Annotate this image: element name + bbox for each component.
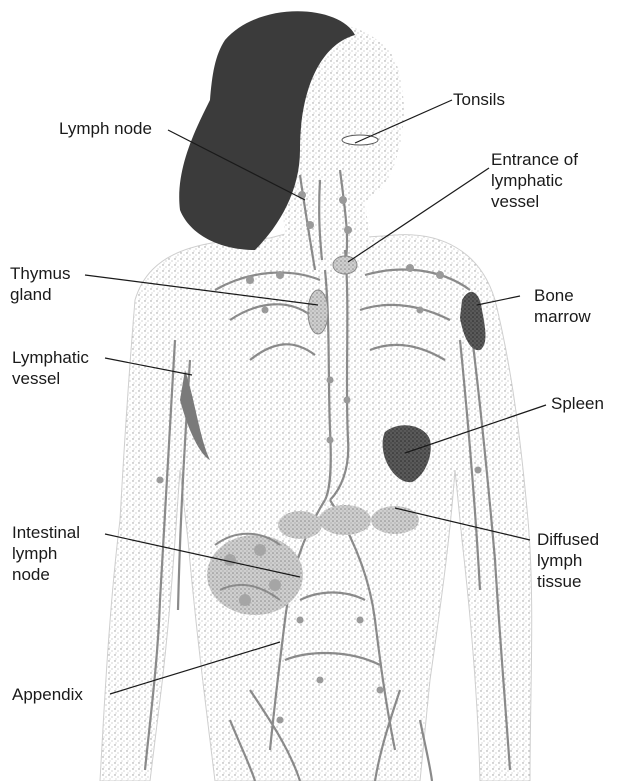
label-diffused-lymph-tissue: Diffused lymph tissue [537,529,599,592]
body-silhouette [100,150,532,781]
label-lymphatic-vessel: Lymphatic vessel [12,347,89,389]
label-spleen-line1: Spleen [551,393,604,414]
label-bone-marrow-line2: marrow [534,306,591,327]
label-bone-marrow: Bone marrow [534,285,591,327]
label-lymph-node-line1: Lymph node [59,118,152,139]
label-thymus-gland: Thymus gland [10,263,70,305]
label-intestinal-line2: lymph [12,543,80,564]
thymus-gland-shape [308,290,328,334]
label-intestinal-line1: Intestinal [12,522,80,543]
label-diffused-line3: tissue [537,571,599,592]
label-entrance-line3: vessel [491,191,578,212]
label-entrance-lymphatic-vessel: Entrance of lymphatic vessel [491,149,578,212]
label-lymph-node: Lymph node [59,118,152,139]
label-appendix: Appendix [12,684,83,705]
label-diffused-line1: Diffused [537,529,599,550]
label-thymus-line1: Thymus [10,263,70,284]
label-thymus-line2: gland [10,284,70,305]
label-entrance-line1: Entrance of [491,149,578,170]
label-intestinal-line3: node [12,564,80,585]
label-intestinal-lymph-node: Intestinal lymph node [12,522,80,585]
label-lymphatic-vessel-line2: vessel [12,368,89,389]
label-lymphatic-vessel-line1: Lymphatic [12,347,89,368]
label-bone-marrow-line1: Bone [534,285,591,306]
label-tonsils-line1: Tonsils [453,89,505,110]
label-diffused-line2: lymph [537,550,599,571]
label-appendix-line1: Appendix [12,684,83,705]
label-tonsils: Tonsils [453,89,505,110]
label-entrance-line2: lymphatic [491,170,578,191]
label-spleen: Spleen [551,393,604,414]
